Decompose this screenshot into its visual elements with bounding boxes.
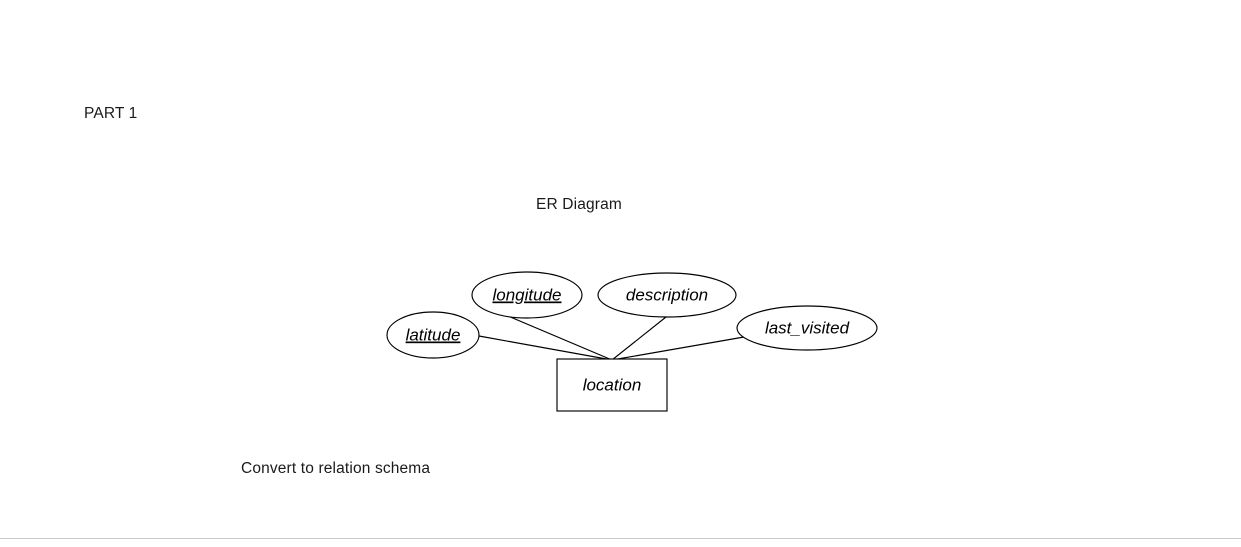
connector-last-visited-location <box>611 336 745 361</box>
attribute-description[interactable]: description <box>597 272 737 318</box>
er-connectors <box>478 315 745 361</box>
connector-latitude-location <box>478 335 613 361</box>
bottom-divider <box>0 538 1241 539</box>
attribute-longitude[interactable]: longitude <box>471 271 583 319</box>
attribute-ellipse-description[interactable] <box>597 272 737 318</box>
diagram-title: ER Diagram <box>536 196 622 213</box>
attribute-last-visited[interactable]: last_visited <box>736 305 878 351</box>
entity-rect-location[interactable] <box>556 358 668 412</box>
attribute-latitude[interactable]: latitude <box>386 311 480 359</box>
attribute-ellipse-last-visited[interactable] <box>736 305 878 351</box>
attribute-label-description: description <box>626 285 708 304</box>
entity-location[interactable]: location <box>556 358 668 412</box>
attribute-label-latitude: latitude <box>406 325 461 344</box>
entity-label-location: location <box>583 375 642 394</box>
convert-caption: Convert to relation schema <box>241 460 431 477</box>
connector-longitude-location <box>507 315 613 361</box>
attribute-ellipse-longitude[interactable] <box>471 271 583 319</box>
attribute-label-longitude: longitude <box>492 285 561 304</box>
attribute-ellipse-latitude[interactable] <box>386 311 480 359</box>
part-label: PART 1 <box>84 105 138 122</box>
connector-description-location <box>611 316 667 361</box>
attribute-label-last-visited: last_visited <box>765 318 850 337</box>
